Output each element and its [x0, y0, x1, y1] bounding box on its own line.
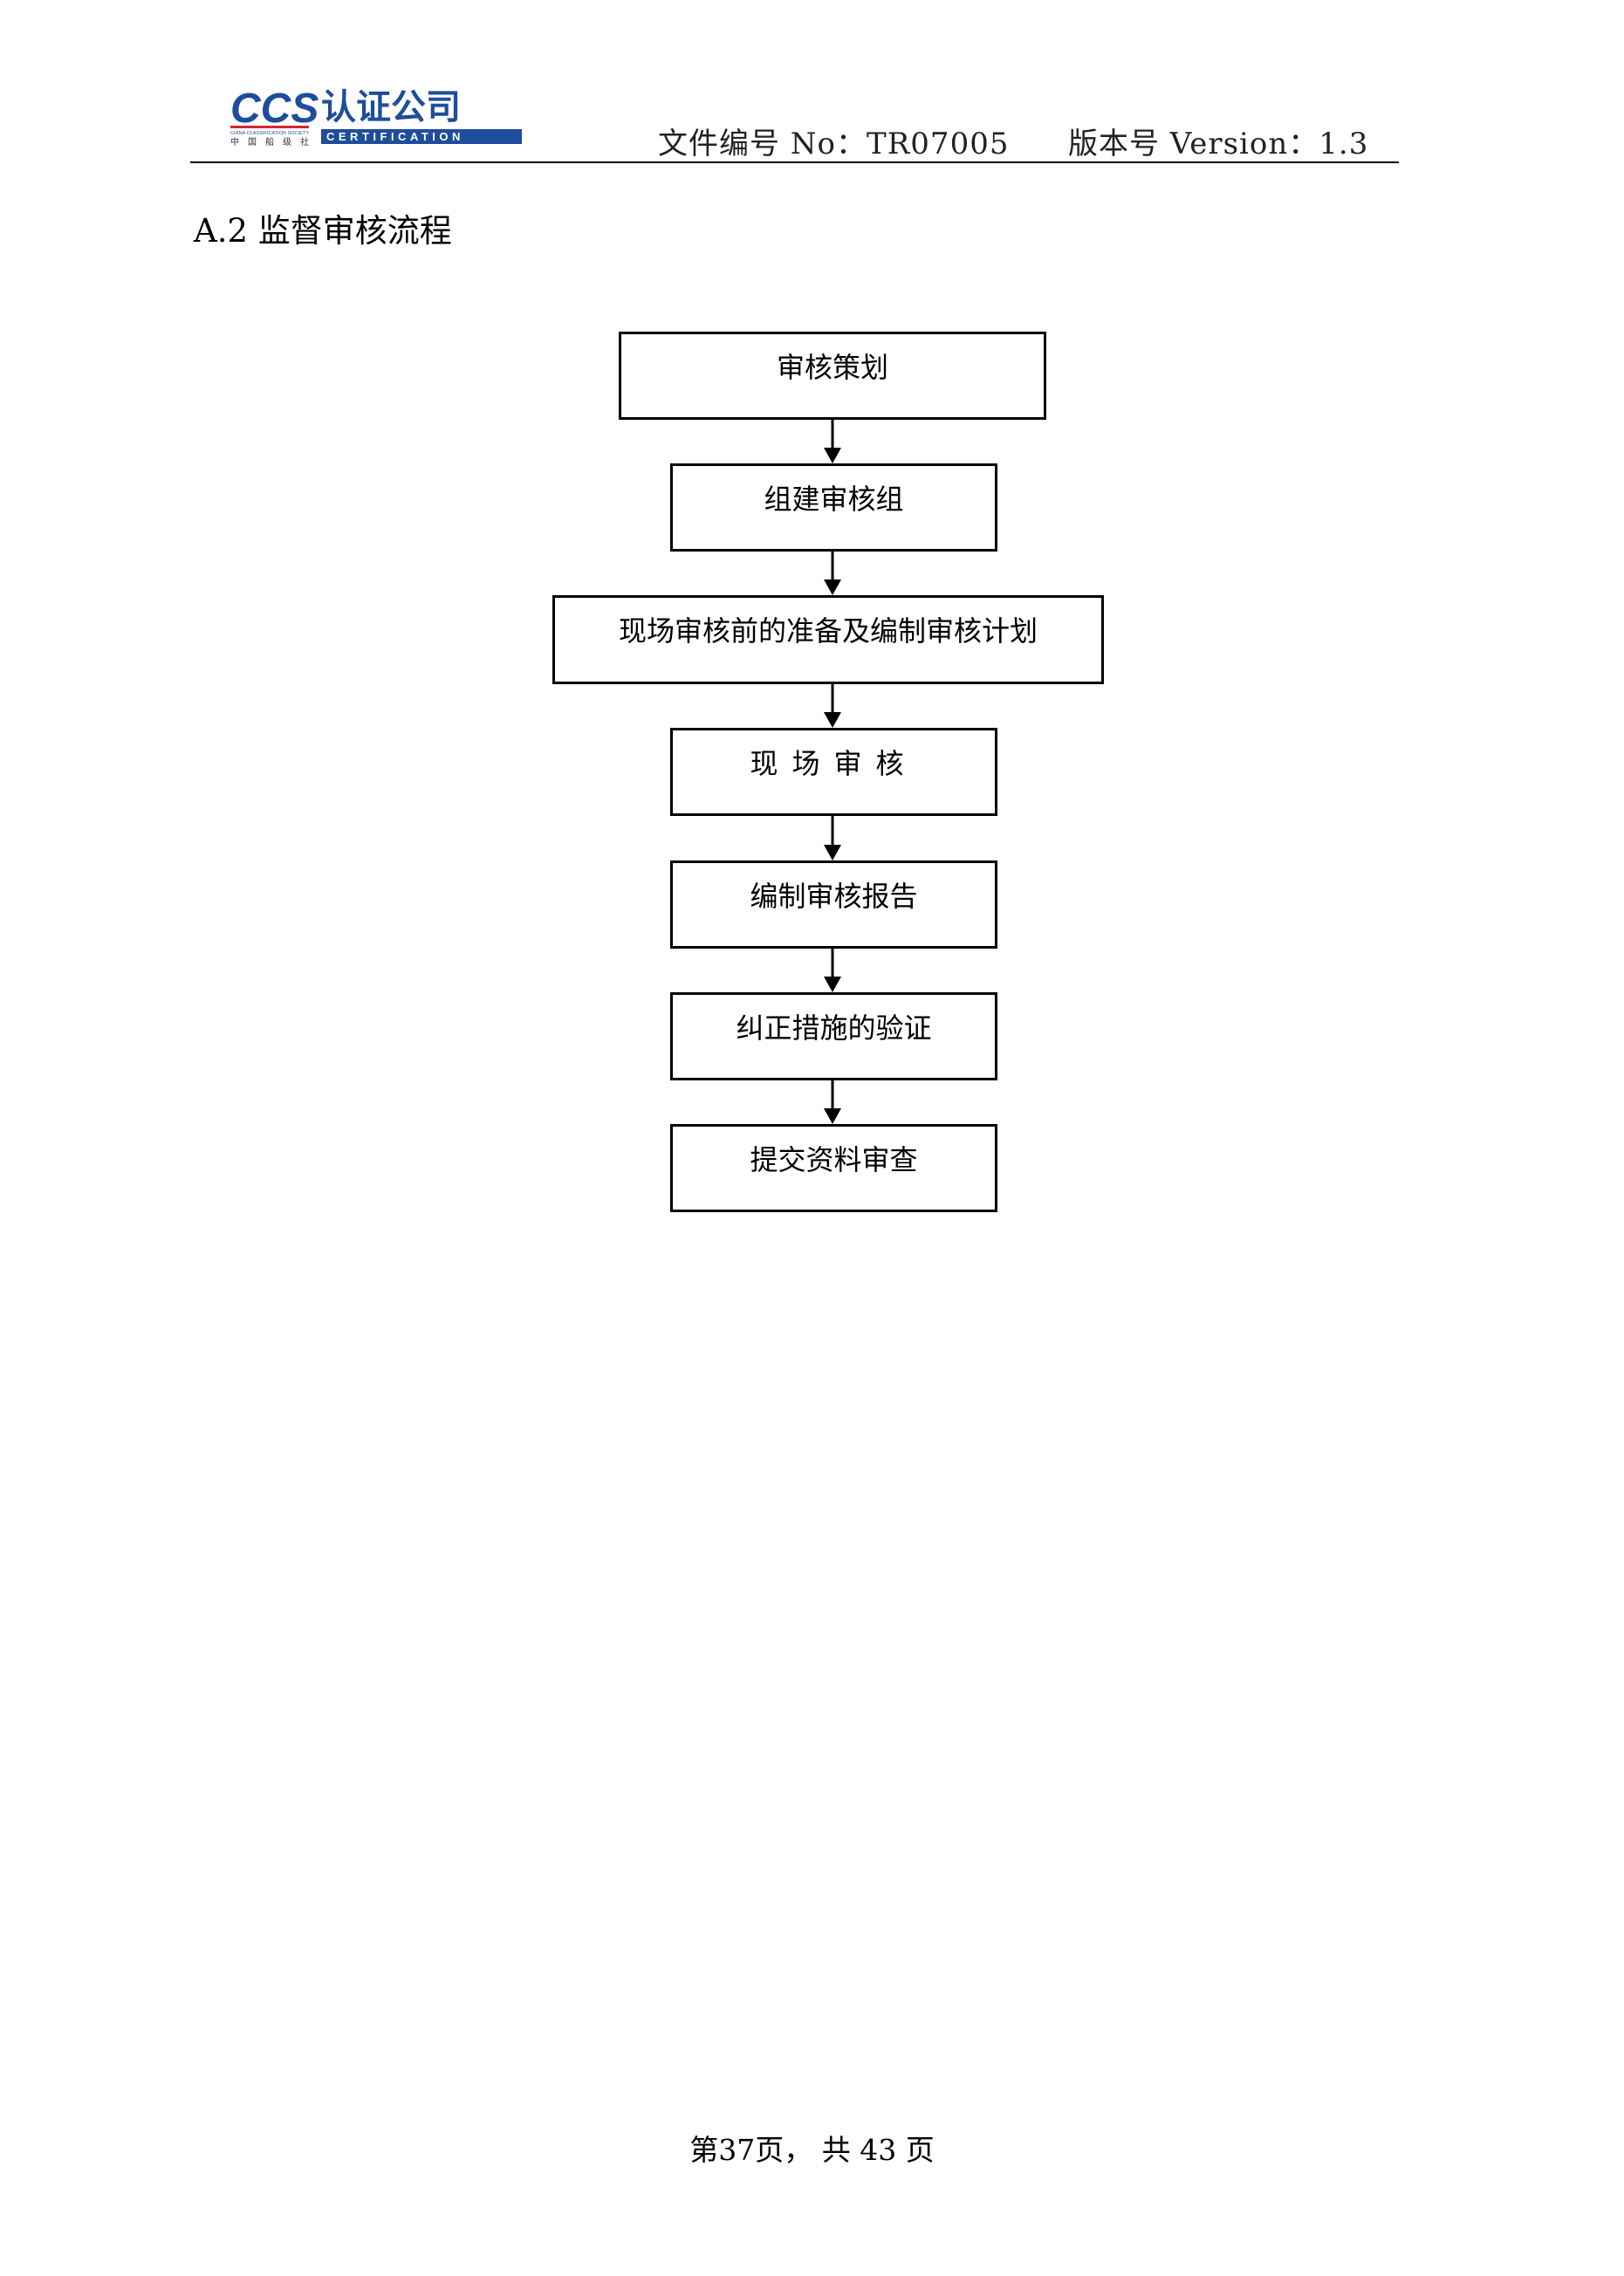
logo-red-stripe [230, 126, 309, 128]
flow-step-label: 组建审核组 [764, 483, 904, 516]
flow-step-label: 现场审核 [750, 747, 918, 780]
logo-brand-cn: 认证公司 [321, 87, 461, 127]
flow-step-corrective-action-verification: 纠正措施的验证 [670, 992, 997, 1080]
flow-step-label: 现场审核前的准备及编制审核计划 [618, 614, 1038, 648]
arrowhead-6-7 [824, 1108, 841, 1124]
flow-step-audit-report: 编制审核报告 [670, 860, 997, 949]
arrowhead-4-5 [824, 845, 841, 860]
arrowhead-3-4 [824, 712, 841, 728]
flow-step-onsite-audit: 现场审核 [670, 728, 997, 816]
logo-brand: CCS [230, 86, 319, 132]
flow-step-form-audit-team: 组建审核组 [670, 463, 997, 552]
arrowhead-1-2 [824, 448, 841, 463]
version-number: 版本号 Version：1.3 [1068, 127, 1369, 161]
header-divider [190, 161, 1399, 163]
flow-step-label: 纠正措施的验证 [736, 1011, 932, 1045]
ccs-certification-logo: CCS CHINA CLASSIFICATION SOCIETY 中国船级社 认… [230, 86, 541, 148]
flow-step-label: 编制审核报告 [750, 880, 918, 913]
section-title: A.2 监督审核流程 [194, 212, 452, 250]
flow-step-preparation-and-plan: 现场审核前的准备及编制审核计划 [552, 595, 1104, 684]
logo-society-en: CHINA CLASSIFICATION SOCIETY [230, 131, 309, 136]
flow-step-submit-documents-review: 提交资料审查 [670, 1124, 997, 1212]
logo-society-cn: 中国船级社 [230, 136, 309, 147]
page-number: 第37页， 共 43 页 [689, 2133, 935, 2167]
arrowhead-5-6 [824, 977, 841, 992]
document-number: 文件编号 No：TR07005 [658, 127, 1010, 161]
page-footer: 第37页， 共 43 页 [0, 2127, 1624, 2169]
flow-step-label: 审核策划 [776, 351, 888, 384]
arrowhead-2-3 [824, 579, 841, 595]
logo-certification: CERTIFICATION [326, 130, 464, 143]
flow-step-label: 提交资料审查 [750, 1143, 918, 1176]
flow-step-audit-planning: 审核策划 [619, 332, 1046, 420]
logo-certification-bar [321, 129, 522, 144]
